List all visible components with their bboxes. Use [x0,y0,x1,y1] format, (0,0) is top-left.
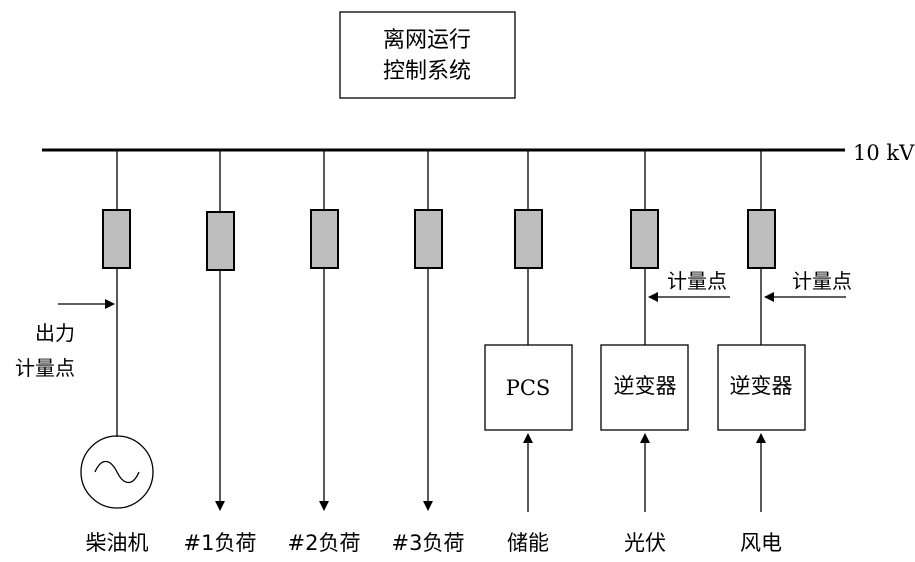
feeder-storage: PCS 储能 [484,150,573,555]
feeder-label-load-1: #1负荷 [184,531,257,555]
switch-storage [514,209,543,269]
pcs-label: PCS [506,376,551,400]
pcs-box [484,344,573,431]
wind-inverter-box [717,344,806,431]
wind-measurement-label: 计量点 [792,269,852,293]
feeder-diesel: 出力 计量点 柴油机 [15,150,154,555]
switch-wind [747,209,776,269]
feeder-label-load-3: #3负荷 [392,531,465,555]
feeder-label-wind: 风电 [740,531,782,555]
pv-inverter-label: 逆变器 [614,374,677,398]
control-system-label-line2: 控制系统 [383,59,471,84]
feeder-load-1: #1负荷 [184,150,257,555]
feeder-label-diesel: 柴油机 [86,531,149,555]
switch-pv [630,209,659,269]
control-system-label-line1: 离网运行 [383,28,471,53]
feeder-label-storage: 储能 [507,531,549,555]
control-system-box [339,11,516,99]
feeder-load-2: #2负荷 [288,150,361,555]
pv-measurement-label: 计量点 [667,269,727,293]
bus-voltage-label: 10 kV [853,141,915,165]
switch-load-1 [206,211,235,271]
feeder-label-load-2: #2负荷 [288,531,361,555]
sine-wave-icon [94,460,140,484]
switch-load-2 [310,209,339,269]
feeder-label-pv: 光伏 [624,531,666,555]
feeder-wind: 计量点 逆变器 风电 [717,150,852,555]
generator-symbol-icon [80,435,154,509]
output-measurement-label-line2: 计量点 [15,356,75,380]
pv-inverter-box [600,344,689,431]
switch-diesel [102,209,131,269]
output-measurement-label-line1: 出力 [35,321,75,345]
feeder-load-3: #3负荷 [392,150,465,555]
switch-load-3 [414,209,443,269]
wind-inverter-label: 逆变器 [730,374,793,398]
feeder-pv: 计量点 逆变器 光伏 [600,150,730,555]
